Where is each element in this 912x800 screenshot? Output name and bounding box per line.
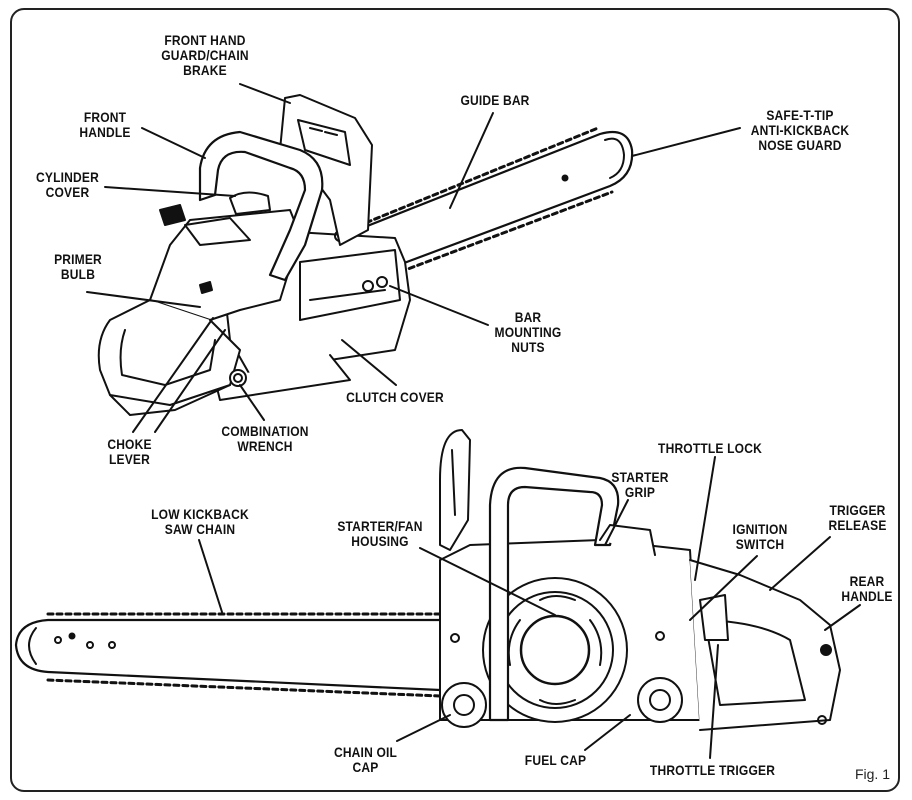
label-line: GUIDE BAR xyxy=(460,92,530,108)
label-starter-fan-housing: STARTER/FAN HOUSING xyxy=(333,519,428,549)
figure-caption: Fig. 1 xyxy=(854,766,890,782)
label-line: REAR xyxy=(849,573,885,589)
label-low-kickback-chain: LOW KICKBACK SAW CHAIN xyxy=(144,507,256,537)
label-line: FRONT HAND xyxy=(164,32,246,48)
label-line: COMBINATION xyxy=(221,423,309,439)
label-primer-bulb: PRIMER BULB xyxy=(44,252,113,282)
label-line: SAW CHAIN xyxy=(164,521,236,537)
bottom-guide-bar xyxy=(14,612,442,698)
label-safe-t-tip: SAFE-T-TIP ANTI-KICKBACK NOSE GUARD xyxy=(740,108,860,153)
label-line: COVER xyxy=(45,184,90,200)
bottom-hand-guard xyxy=(439,429,471,551)
label-front-handle: FRONT HANDLE xyxy=(66,110,143,140)
label-line: TRIGGER xyxy=(829,502,886,518)
label-line: HANDLE xyxy=(79,124,131,140)
label-line: FUEL CAP xyxy=(524,752,587,768)
label-throttle-lock: THROTTLE LOCK xyxy=(654,441,766,456)
bottom-rear-handle xyxy=(689,559,841,731)
label-line: CYLINDER xyxy=(36,169,99,185)
label-line: NUTS xyxy=(511,339,545,355)
label-line: SWITCH xyxy=(735,536,785,552)
bottom-engine xyxy=(439,539,701,728)
leader-lines xyxy=(86,83,861,759)
label-line: CAP xyxy=(352,759,379,775)
label-line: FRONT xyxy=(83,109,127,125)
label-cylinder-cover: CYLINDER COVER xyxy=(27,170,109,200)
label-clutch-cover: CLUTCH COVER xyxy=(339,390,451,405)
label-line: IGNITION xyxy=(732,521,788,537)
label-line: LOW KICKBACK xyxy=(151,506,249,522)
label-line: LEVER xyxy=(108,451,151,467)
bottom-chainsaw xyxy=(14,429,841,731)
label-line: ANTI-KICKBACK xyxy=(750,122,850,138)
label-line: SAFE-T-TIP xyxy=(766,107,834,123)
label-line: CHAIN OIL xyxy=(333,744,398,760)
top-rear-housing xyxy=(149,191,301,321)
label-throttle-trigger: THROTTLE TRIGGER xyxy=(642,763,784,778)
bottom-front-handle xyxy=(488,466,620,722)
label-line: CHOKE xyxy=(107,436,152,452)
top-chainsaw xyxy=(97,94,634,416)
label-line: GUARD/CHAIN xyxy=(161,47,249,63)
label-fuel-cap: FUEL CAP xyxy=(515,753,597,768)
label-trigger-release: TRIGGER RELEASE xyxy=(821,503,894,533)
label-front-hand-guard: FRONT HAND GUARD/CHAIN BRAKE xyxy=(141,33,270,78)
label-line: THROTTLE LOCK xyxy=(658,440,762,456)
label-line: WRENCH xyxy=(237,438,293,454)
label-line: STARTER xyxy=(611,469,669,485)
label-combination-wrench: COMBINATION WRENCH xyxy=(213,424,316,454)
label-line: MOUNTING xyxy=(494,324,562,340)
label-starter-grip: STARTER GRIP xyxy=(606,470,675,500)
label-line: BAR xyxy=(514,309,542,325)
label-line: PRIMER xyxy=(54,251,102,267)
label-line: STARTER/FAN xyxy=(337,518,423,534)
label-guide-bar: GUIDE BAR xyxy=(448,93,543,108)
label-line: BRAKE xyxy=(183,62,227,78)
label-line: HOUSING xyxy=(351,533,409,549)
top-guide-bar xyxy=(350,126,634,280)
label-ignition-switch: IGNITION SWITCH xyxy=(721,522,798,552)
label-line: GRIP xyxy=(624,484,656,500)
label-line: NOSE GUARD xyxy=(758,137,842,153)
label-line: RELEASE xyxy=(828,517,887,533)
label-bar-mounting-nuts: BAR MOUNTING NUTS xyxy=(485,310,571,355)
top-rear-handle xyxy=(97,299,241,416)
label-line: THROTTLE TRIGGER xyxy=(649,762,776,778)
top-front-handle xyxy=(198,130,324,282)
top-hand-guard xyxy=(279,94,373,246)
label-line: CLUTCH COVER xyxy=(346,389,444,405)
label-rear-handle: REAR HANDLE xyxy=(837,574,897,604)
label-choke-lever: CHOKE LEVER xyxy=(97,437,162,467)
label-line: BULB xyxy=(60,266,96,282)
label-chain-oil-cap: CHAIN OIL CAP xyxy=(325,745,407,775)
label-line: HANDLE xyxy=(841,588,893,604)
